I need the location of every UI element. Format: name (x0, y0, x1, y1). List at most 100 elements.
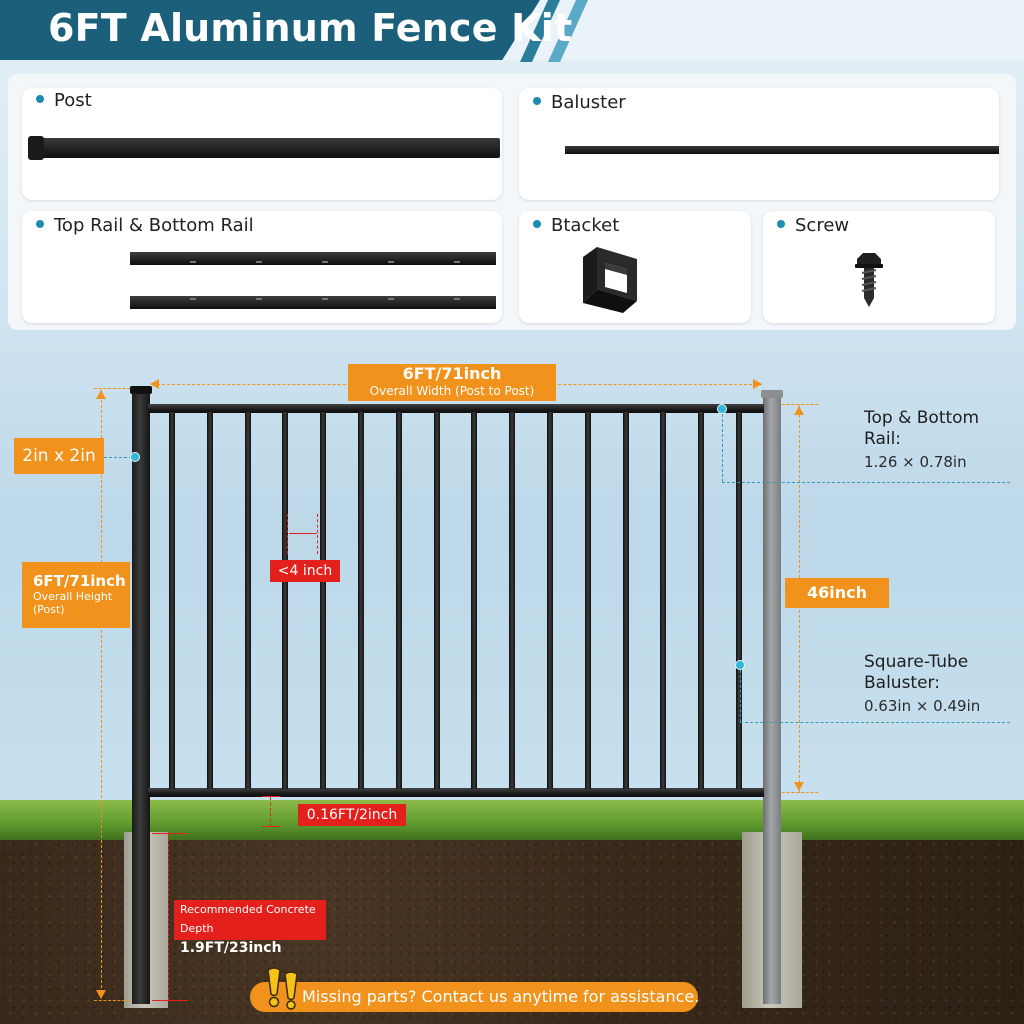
soil-background (0, 832, 1024, 1024)
support-notice-text: Missing parts? Contact us anytime for as… (302, 987, 700, 1006)
part-label-rails: Top Rail & Bottom Rail (36, 215, 254, 236)
post-left (132, 388, 150, 1004)
screw-icon (855, 253, 883, 307)
concrete-tick-bottom (152, 1000, 188, 1001)
height-caption: Overall Height (33, 590, 113, 603)
fence-baluster (623, 412, 629, 789)
arrow-left-icon (150, 379, 159, 389)
arrow-right-icon (753, 379, 762, 389)
concrete-depth-value: 1.9FT/23inch (180, 940, 282, 956)
spacing-tick-right (317, 514, 318, 554)
concrete-depth-word: Depth (180, 922, 214, 935)
height-label: 6FT/71inch Overall Height (Post) (22, 562, 130, 628)
panel-height-bottom-tick (782, 792, 818, 793)
ground-gap-label: 0.16FT/2inch (298, 804, 406, 826)
bullet-icon (777, 220, 785, 228)
arrow-up-icon (96, 390, 106, 399)
part-card-bracket: Btacket (519, 211, 751, 323)
post-size-label: 2in x 2in (14, 438, 104, 474)
page-title: 6FT Aluminum Fence Kit (48, 6, 573, 50)
part-label-baluster: Baluster (533, 92, 626, 113)
height-caption-post: (Post) (33, 603, 65, 616)
fence-baluster (245, 412, 251, 789)
fence-baluster (660, 412, 666, 789)
baluster-image (565, 146, 999, 154)
spacing-arrow-line (289, 533, 317, 534)
fence-baluster (169, 412, 175, 789)
bracket-icon (583, 247, 637, 313)
concrete-tick-top (152, 833, 188, 834)
spacing-label: <4 inch (270, 560, 340, 582)
part-card-baluster: Baluster (519, 88, 999, 200)
fence-baluster (509, 412, 515, 789)
spacing-tick-left (287, 514, 288, 554)
part-card-post: Post (22, 88, 502, 200)
top-rail (148, 404, 764, 413)
fence-baluster (547, 412, 553, 789)
width-label: 6FT/71inch Overall Width (Post to Post) (348, 364, 556, 401)
gap-tick-bottom (262, 826, 280, 827)
part-card-rails: Top Rail & Bottom Rail (22, 211, 502, 323)
bullet-icon (36, 95, 44, 103)
rail-spec-title-2: Rail: (864, 429, 902, 449)
baluster-spec-title-2: Baluster: (864, 673, 940, 693)
arrow-down-icon (96, 990, 106, 999)
height-value: 6FT/71inch (33, 572, 126, 590)
post-cap (28, 136, 44, 160)
fence-baluster (471, 412, 477, 789)
baluster-spec-marker (735, 660, 745, 670)
concrete-caption: Recommended Concrete (180, 903, 316, 916)
baluster-spec-value: 0.63in × 0.49in (864, 697, 981, 715)
bottom-rail-image (130, 296, 496, 309)
part-label-post: Post (36, 90, 92, 111)
fence-baluster (282, 412, 288, 789)
baluster-spec-title: Square-Tube (864, 652, 969, 672)
part-card-screw: Screw (763, 211, 995, 323)
part-label-screw: Screw (777, 215, 849, 236)
baluster-spec-leader-h (740, 722, 1010, 723)
rail-spec: Top & Bottom Rail: 1.26 × 0.78in (864, 408, 979, 471)
panel-height-label: 46inch (785, 578, 889, 608)
post-size-marker (130, 452, 140, 462)
rail-spec-leader-h (722, 482, 1010, 483)
rail-spec-title: Top & Bottom (864, 408, 980, 428)
arrow-down-icon (794, 782, 804, 791)
fence-baluster (396, 412, 402, 789)
baluster-spec-leader-v (740, 670, 741, 722)
height-dimension-line (101, 390, 102, 998)
fence-baluster (320, 412, 326, 789)
post-left-cap (130, 386, 152, 394)
fence-baluster (207, 412, 213, 789)
height-top-tick (94, 388, 130, 389)
post-right-cap (761, 390, 783, 398)
support-notice: Missing parts? Contact us anytime for as… (250, 967, 700, 1012)
width-value: 6FT/71inch (402, 364, 502, 383)
exclamation-icon (267, 967, 298, 1010)
concrete-depth-label: Recommended Concrete Depth 1.9FT/23inch (174, 900, 326, 956)
bullet-icon (533, 97, 541, 105)
bottom-rail (148, 788, 764, 797)
height-bottom-tick (94, 1000, 130, 1001)
post-size-leader (104, 457, 132, 458)
part-label-bracket: Btacket (533, 215, 619, 236)
bullet-icon (36, 220, 44, 228)
arrow-up-icon (794, 406, 804, 415)
rail-spec-value: 1.26 × 0.78in (864, 453, 967, 471)
fence-baluster (736, 412, 742, 789)
post-image (30, 138, 500, 158)
bullet-icon (533, 220, 541, 228)
header-tab (0, 0, 540, 60)
baluster-spec: Square-Tube Baluster: 0.63in × 0.49in (864, 652, 980, 715)
gap-line (270, 797, 271, 827)
fence-baluster (698, 412, 704, 789)
concrete-depth-line (168, 834, 169, 1000)
rail-spec-leader-v (722, 414, 723, 482)
fence-baluster (358, 412, 364, 789)
gap-tick-top (262, 796, 280, 797)
panel-height-top-tick (782, 404, 818, 405)
post-right (763, 392, 781, 1004)
concrete-depth-row: Depth 1.9FT/23inch (180, 918, 320, 957)
fence-baluster (434, 412, 440, 789)
rail-spec-marker (717, 404, 727, 414)
top-rail-image (130, 252, 496, 265)
